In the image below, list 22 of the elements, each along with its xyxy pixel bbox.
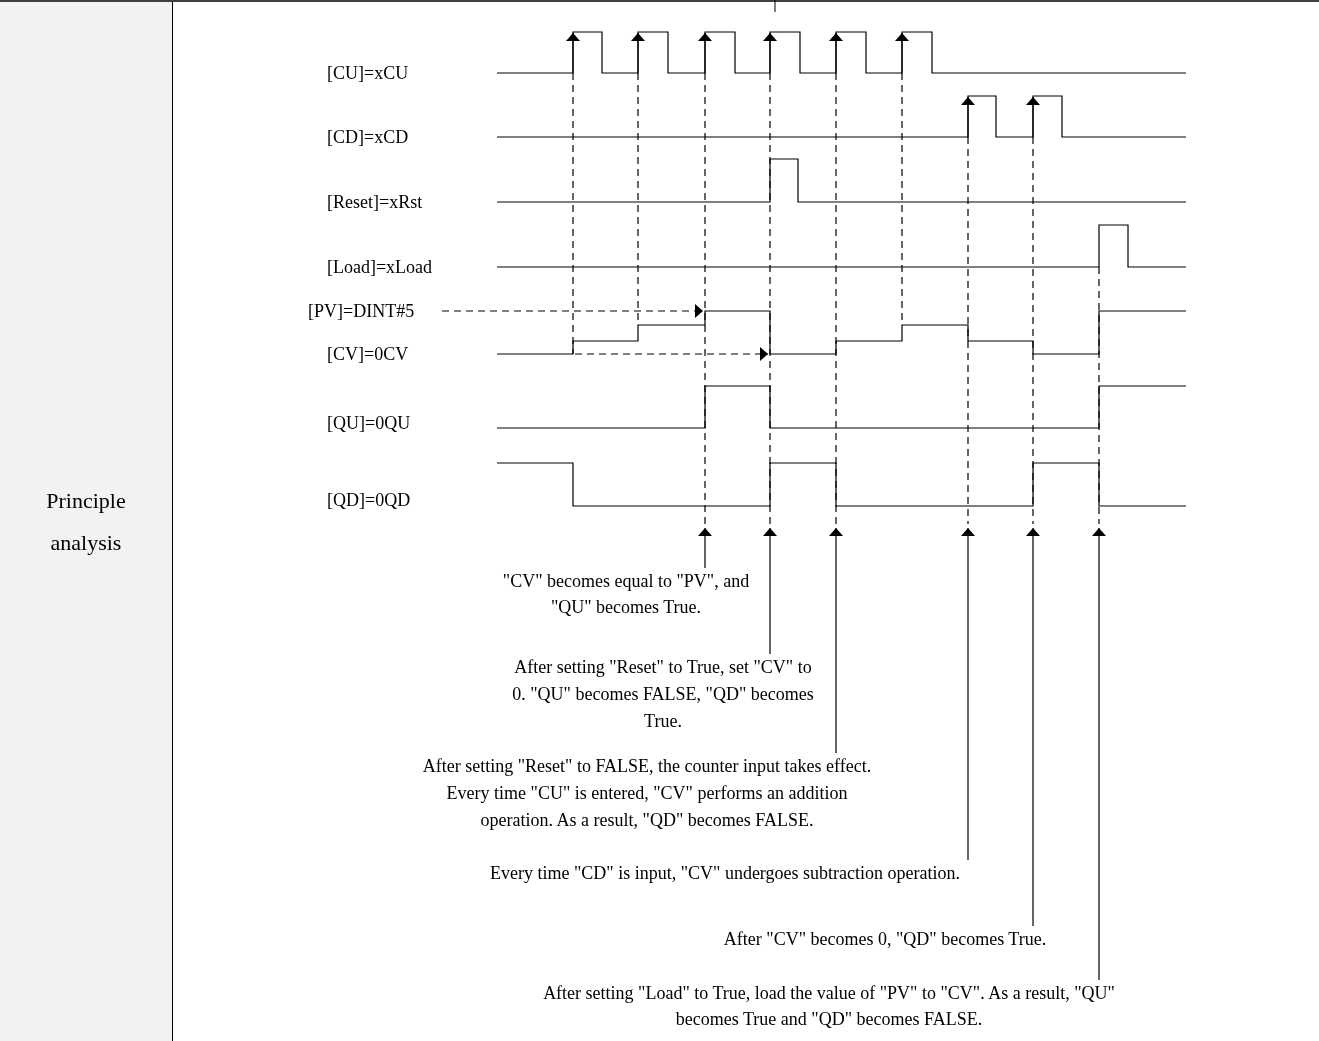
signal-label: [Load]=xLoad — [327, 256, 433, 279]
signal-label: [Reset]=xRst — [327, 191, 423, 214]
row-header-cell: Principle analysis — [0, 2, 173, 1041]
arrow — [701, 527, 709, 569]
annotation-text: After setting "Load" to True, load the value of "PV" to "CV". As a result, "QU" becomes True and "QD" becomes FALSE. — [517, 980, 1141, 1036]
arrow — [832, 527, 840, 754]
annotation-text: After setting "Reset" to True, set "CV" to 0. "QU" becomes FALSE, "QD" becomes True. — [507, 654, 819, 738]
annotation-text: "CV" becomes equal to "PV", and "QU" becomes True. — [490, 568, 762, 624]
annotation-text: After "CV" becomes 0, "QD" becomes True. — [680, 926, 1090, 954]
annotation-text: Every time "CD" is input, "CV" undergoes subtraction operation. — [430, 860, 1020, 888]
arrow — [1095, 527, 1103, 981]
signal-label: [CU]=xCU — [327, 62, 409, 85]
annotation-text: After setting "Reset" to FALSE, the counter input takes effect. Every time "CU" is entered, "CV" performs an addition operation. As a result, "QD" becomes FALSE. — [415, 753, 879, 837]
arrow — [1029, 527, 1037, 927]
annotation-text: [PV]=DINT#5 — [308, 298, 442, 324]
dashed-arrow — [441, 307, 704, 315]
signal-label: [QU]=0QU — [327, 412, 411, 435]
signal-label: [CD]=xCD — [327, 126, 409, 149]
arrow — [766, 527, 774, 655]
signal-label: [CV]=0CV — [327, 343, 409, 366]
signal-label: [QD]=0QD — [327, 489, 411, 512]
arrow — [964, 527, 972, 861]
